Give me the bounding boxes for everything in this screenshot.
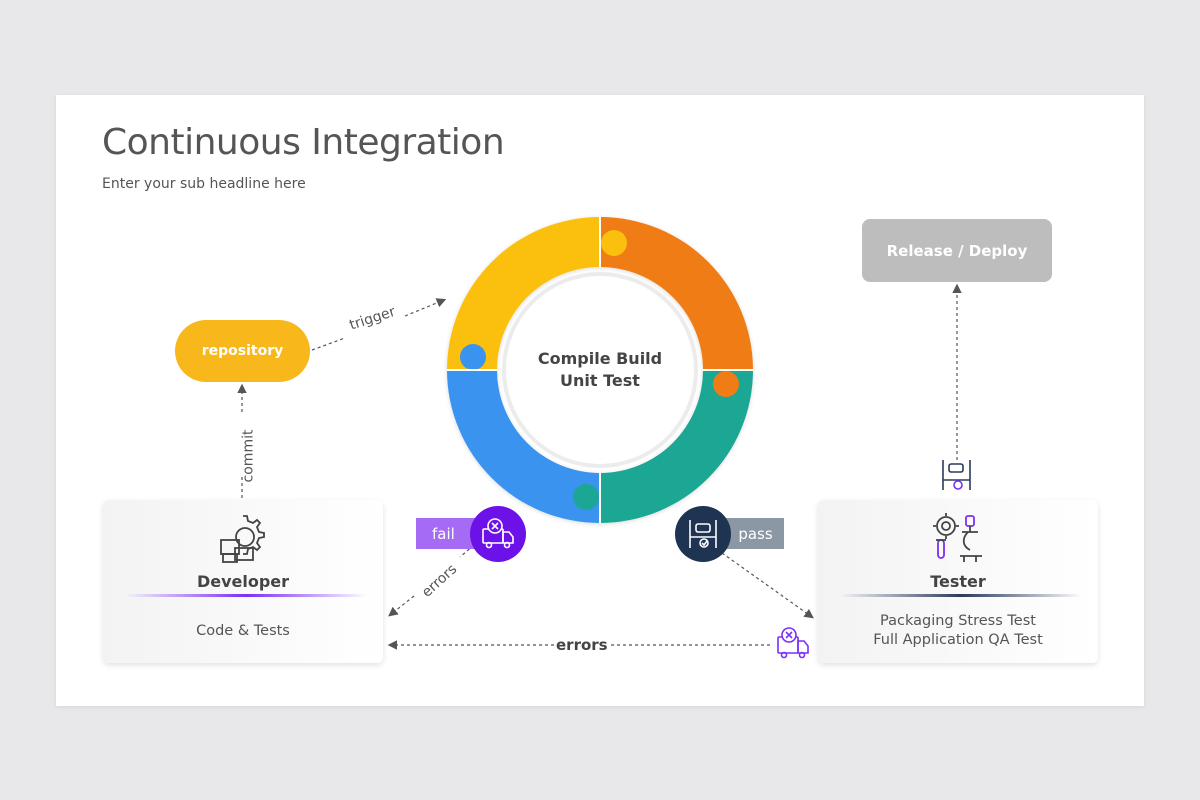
cycle-ring xyxy=(447,217,753,523)
cycle-center-label: Compile Build Unit Test xyxy=(505,348,695,392)
repository-node: repository xyxy=(175,320,310,382)
tester-text-line1: Packaging Stress Test xyxy=(880,613,1036,629)
cycle-segment-top-left xyxy=(447,217,600,370)
tester-text-line2: Full Application QA Test xyxy=(873,632,1043,648)
slide-subtitle: Enter your sub headline here xyxy=(102,176,306,192)
slide-title: Continuous Integration xyxy=(102,122,505,163)
lab-test-icon xyxy=(933,513,982,562)
developer-divider xyxy=(125,594,367,597)
cycle-segment-bottom-left xyxy=(447,370,600,523)
developer-text: Code & Tests xyxy=(196,623,290,639)
test-bench-icon xyxy=(689,520,717,548)
pass-connector xyxy=(721,552,814,619)
fail-badge xyxy=(470,506,526,562)
trigger-connector xyxy=(311,337,346,351)
tester-card: Tester Packaging Stress Test Full Applic… xyxy=(818,500,1098,663)
tester-divider xyxy=(840,594,1082,597)
tester-text: Packaging Stress Test Full Application Q… xyxy=(818,612,1098,650)
cycle-segment-bottom-right xyxy=(600,370,753,523)
cycle-center-line1: Compile Build xyxy=(537,349,663,368)
cycle-inner-circle xyxy=(502,272,698,468)
release-deploy-node: Release / Deploy xyxy=(862,219,1052,282)
developer-card: Developer Code & Tests xyxy=(103,500,383,663)
tester-title: Tester xyxy=(930,572,986,591)
pass-badge xyxy=(675,506,731,562)
errors-label: errors xyxy=(554,636,610,654)
commit-label: commit xyxy=(240,429,257,483)
gear-with-box-icon xyxy=(220,515,265,563)
error-truck-icon xyxy=(777,627,809,659)
cycle-center-line2: Unit Test xyxy=(560,371,640,390)
developer-title: Developer xyxy=(196,572,290,591)
cycle-segment-top-right xyxy=(600,217,753,370)
deploy-test-bench-icon xyxy=(942,460,971,490)
delivery-failed-icon xyxy=(482,518,514,549)
